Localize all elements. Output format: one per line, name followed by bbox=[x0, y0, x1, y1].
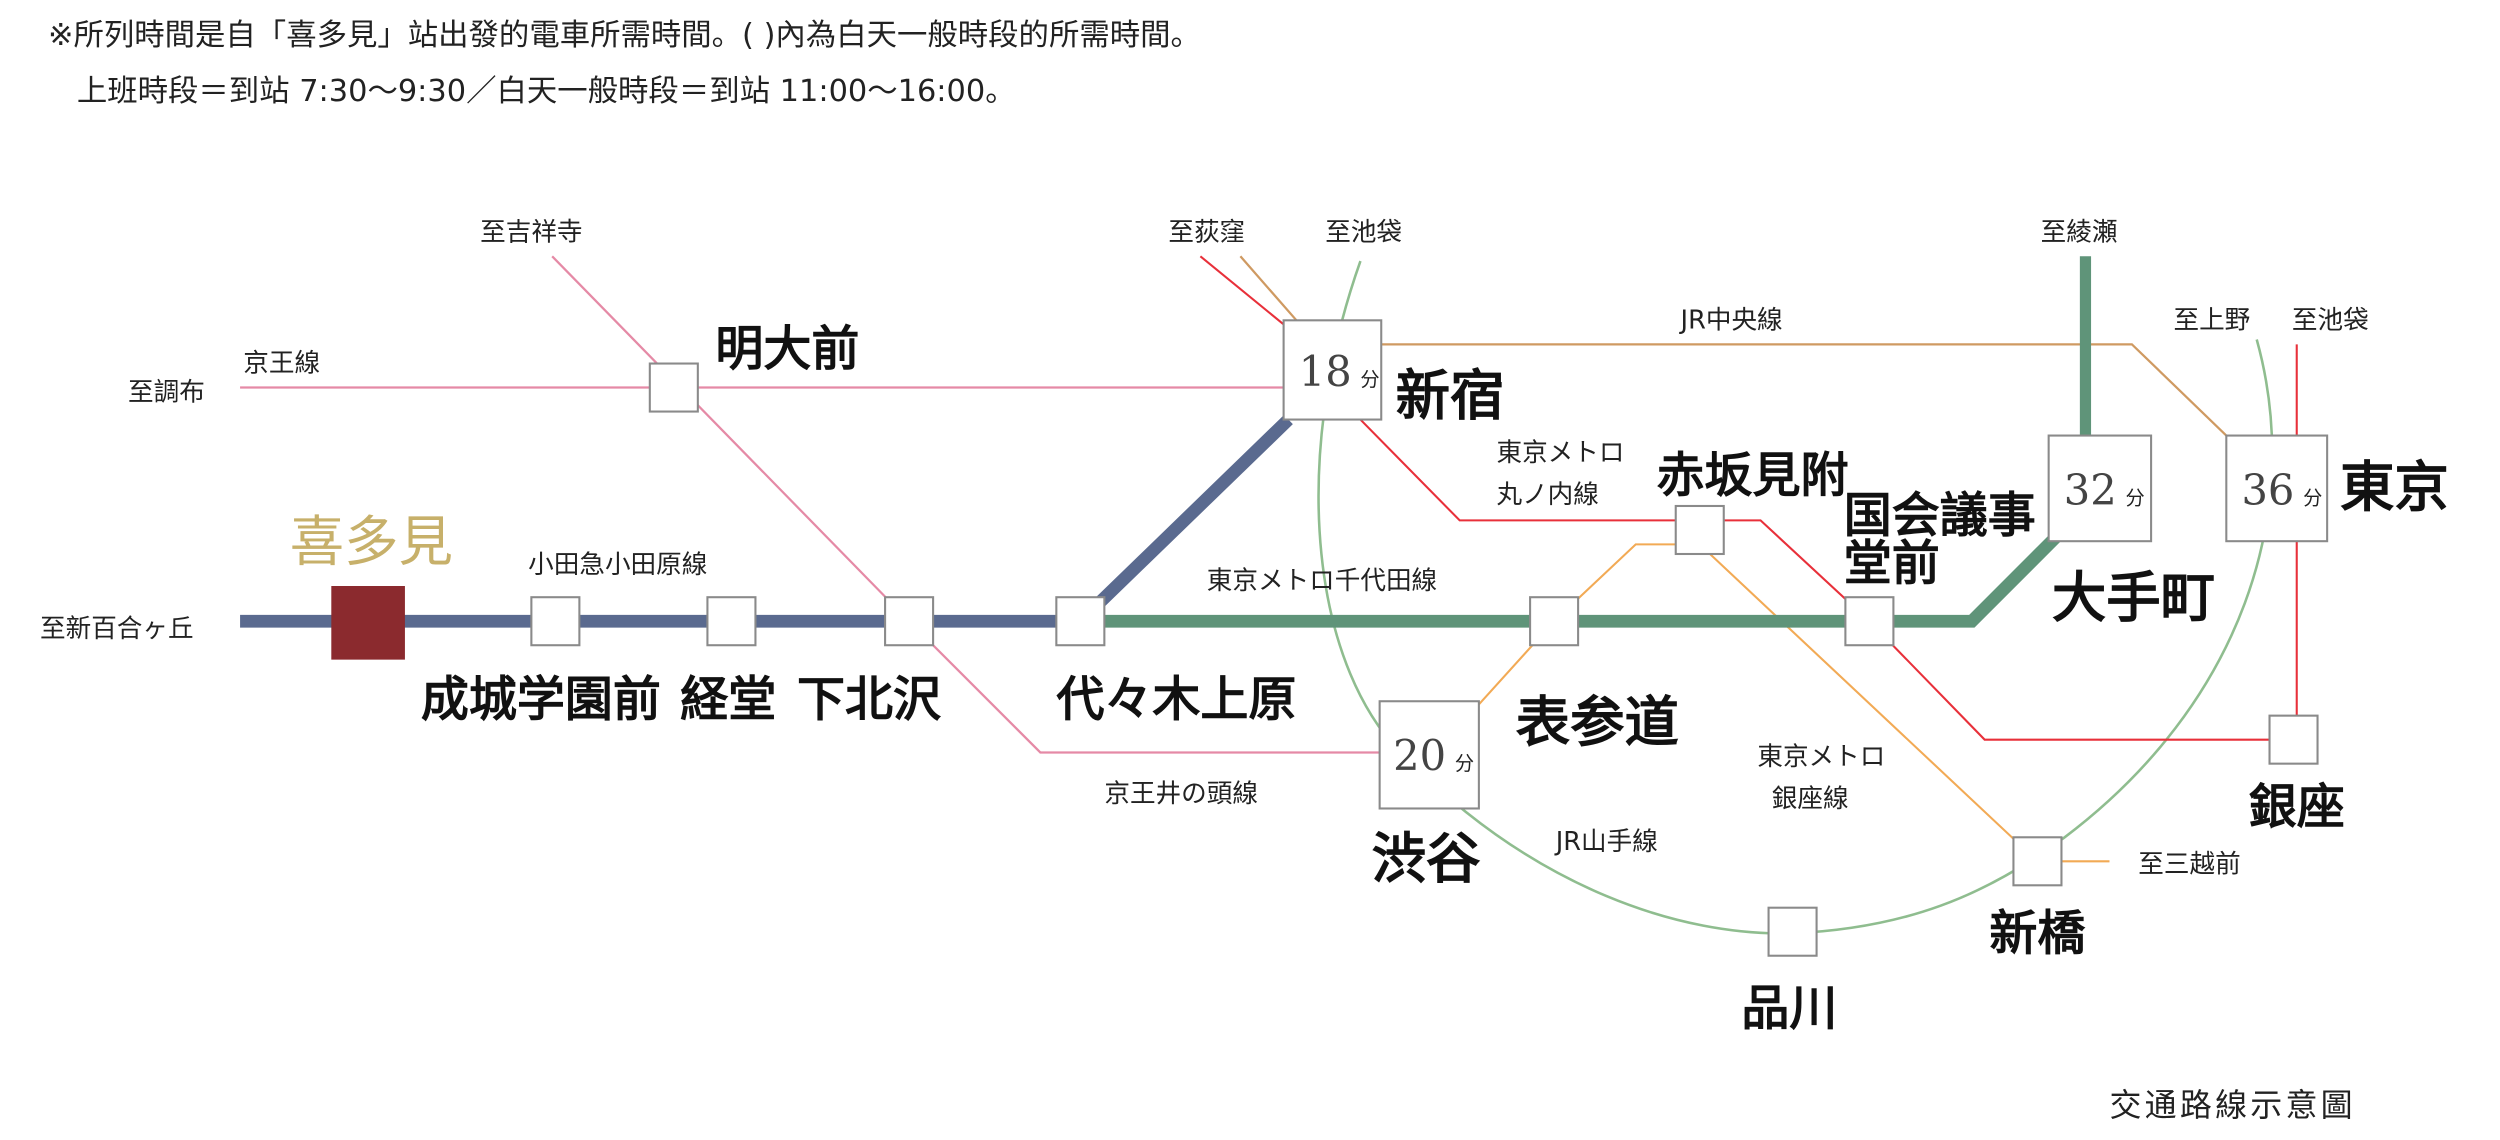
station-shinagawa-marker bbox=[1767, 906, 1818, 957]
station-shimokitazawa-label: 下北沢 bbox=[797, 672, 942, 728]
label-chiyoda-line: 東京メトロ千代田線 bbox=[1207, 566, 1437, 596]
time-box-shinjuku: 18 分 bbox=[1282, 319, 1383, 421]
label-ginza-line-1: 東京メトロ bbox=[1757, 742, 1885, 772]
label-odakyu-line: 小田急小田原線 bbox=[528, 550, 707, 580]
time-unit: 分 bbox=[2125, 486, 2144, 509]
time-box-otemachi: 32 分 bbox=[2047, 434, 2153, 543]
label-yamanote-line: JR山手線 bbox=[1554, 827, 1658, 857]
station-seijo-marker bbox=[530, 596, 581, 647]
station-kokkaigijidomae-label-1: 国会議事 bbox=[1844, 488, 2036, 544]
time-unit: 分 bbox=[1455, 752, 1474, 775]
station-kitami-marker bbox=[331, 586, 405, 660]
station-tokyo-label: 東京 bbox=[2340, 455, 2449, 519]
station-ginza-marker bbox=[2268, 714, 2319, 765]
station-ginza-label: 銀座 bbox=[2249, 779, 2345, 835]
station-omotesando-marker bbox=[1529, 596, 1580, 647]
station-shinbashi-label: 新橋 bbox=[1989, 905, 2086, 961]
direction-shinyurigaoka: 至新百合ヶ丘 bbox=[40, 614, 194, 644]
direction-ikebukuro: 至池袋 bbox=[1325, 217, 1402, 247]
time-unit: 分 bbox=[2303, 486, 2322, 509]
diagram-caption: 交通路線示意圖 bbox=[2109, 1086, 2355, 1124]
station-shinbashi-marker bbox=[2012, 836, 2063, 887]
time-box-tokyo: 36 分 bbox=[2225, 434, 2329, 543]
station-yoyogiuehara-label: 代々木上原 bbox=[1055, 672, 1296, 728]
chiyoda-line bbox=[1080, 531, 2062, 628]
station-kokkaigijidomae-marker bbox=[1844, 596, 1895, 647]
station-omotesando-label: 表参道 bbox=[1516, 690, 1679, 754]
time-shinjuku: 18 bbox=[1299, 347, 1352, 396]
note-line-2: 上班時段＝到站 7:30～9:30／白天一般時段＝到站 11:00～16:00。 bbox=[77, 74, 1016, 109]
time-otemachi: 32 bbox=[2064, 465, 2117, 514]
direction-mitsukoshimae: 至三越前 bbox=[2138, 849, 2240, 879]
label-marunouchi-line-1: 東京メトロ bbox=[1496, 438, 1624, 468]
direction-ayase: 至綾瀬 bbox=[2041, 217, 2118, 247]
station-meidaimae-marker bbox=[648, 362, 699, 413]
direction-ueno: 至上野 bbox=[2173, 305, 2250, 335]
inokashira-line bbox=[551, 255, 1380, 754]
station-meidaimae-label: 明大前 bbox=[715, 321, 859, 377]
time-tokyo: 36 bbox=[2241, 465, 2294, 514]
direction-kichijoji: 至吉祥寺 bbox=[480, 217, 582, 247]
label-chuo-line: JR中央線 bbox=[1679, 305, 1783, 335]
station-seijo-label: 成城学園前 bbox=[421, 672, 661, 728]
note-line-1: ※所列時間是自「喜多見」站出發的電車所需時間。( )內為白天一般時段的所需時間。 bbox=[48, 18, 1201, 53]
label-keio-line: 京王線 bbox=[243, 349, 320, 379]
time-unit: 分 bbox=[1360, 368, 1379, 391]
direction-ikebukuro-2: 至池袋 bbox=[2292, 305, 2369, 335]
time-box-shibuya: 20 分 bbox=[1378, 700, 1480, 810]
station-kokkaigijidomae-label-2: 堂前 bbox=[1844, 536, 1940, 592]
direction-chofu: 至調布 bbox=[128, 377, 205, 407]
station-akasakamitsuke-marker bbox=[1674, 504, 1725, 556]
label-inokashira-line: 京王井の頭線 bbox=[1104, 779, 1258, 809]
label-marunouchi-line-2: 丸ノ内線 bbox=[1496, 480, 1598, 510]
station-akasakamitsuke-label: 赤坂見附 bbox=[1657, 448, 1849, 504]
station-shimokitazawa-marker bbox=[884, 596, 935, 647]
station-yoyogiuehara-marker bbox=[1055, 596, 1106, 647]
chuo-line bbox=[1239, 255, 2228, 437]
station-otemachi-label: 大手町 bbox=[2052, 565, 2215, 629]
station-kyodo-marker bbox=[706, 596, 757, 647]
station-kyodo-label: 経堂 bbox=[680, 672, 776, 728]
station-shinjuku-label: 新宿 bbox=[1396, 364, 1505, 428]
label-ginza-line-2: 銀座線 bbox=[1772, 784, 1849, 814]
direction-ogikubo: 至荻窪 bbox=[1168, 217, 1245, 247]
time-shibuya: 20 bbox=[1393, 731, 1446, 780]
station-shinagawa-label: 品川 bbox=[1741, 981, 1837, 1037]
station-shibuya-label: 渋谷 bbox=[1372, 826, 1481, 890]
station-kitami-label: 喜多見 bbox=[290, 509, 453, 573]
